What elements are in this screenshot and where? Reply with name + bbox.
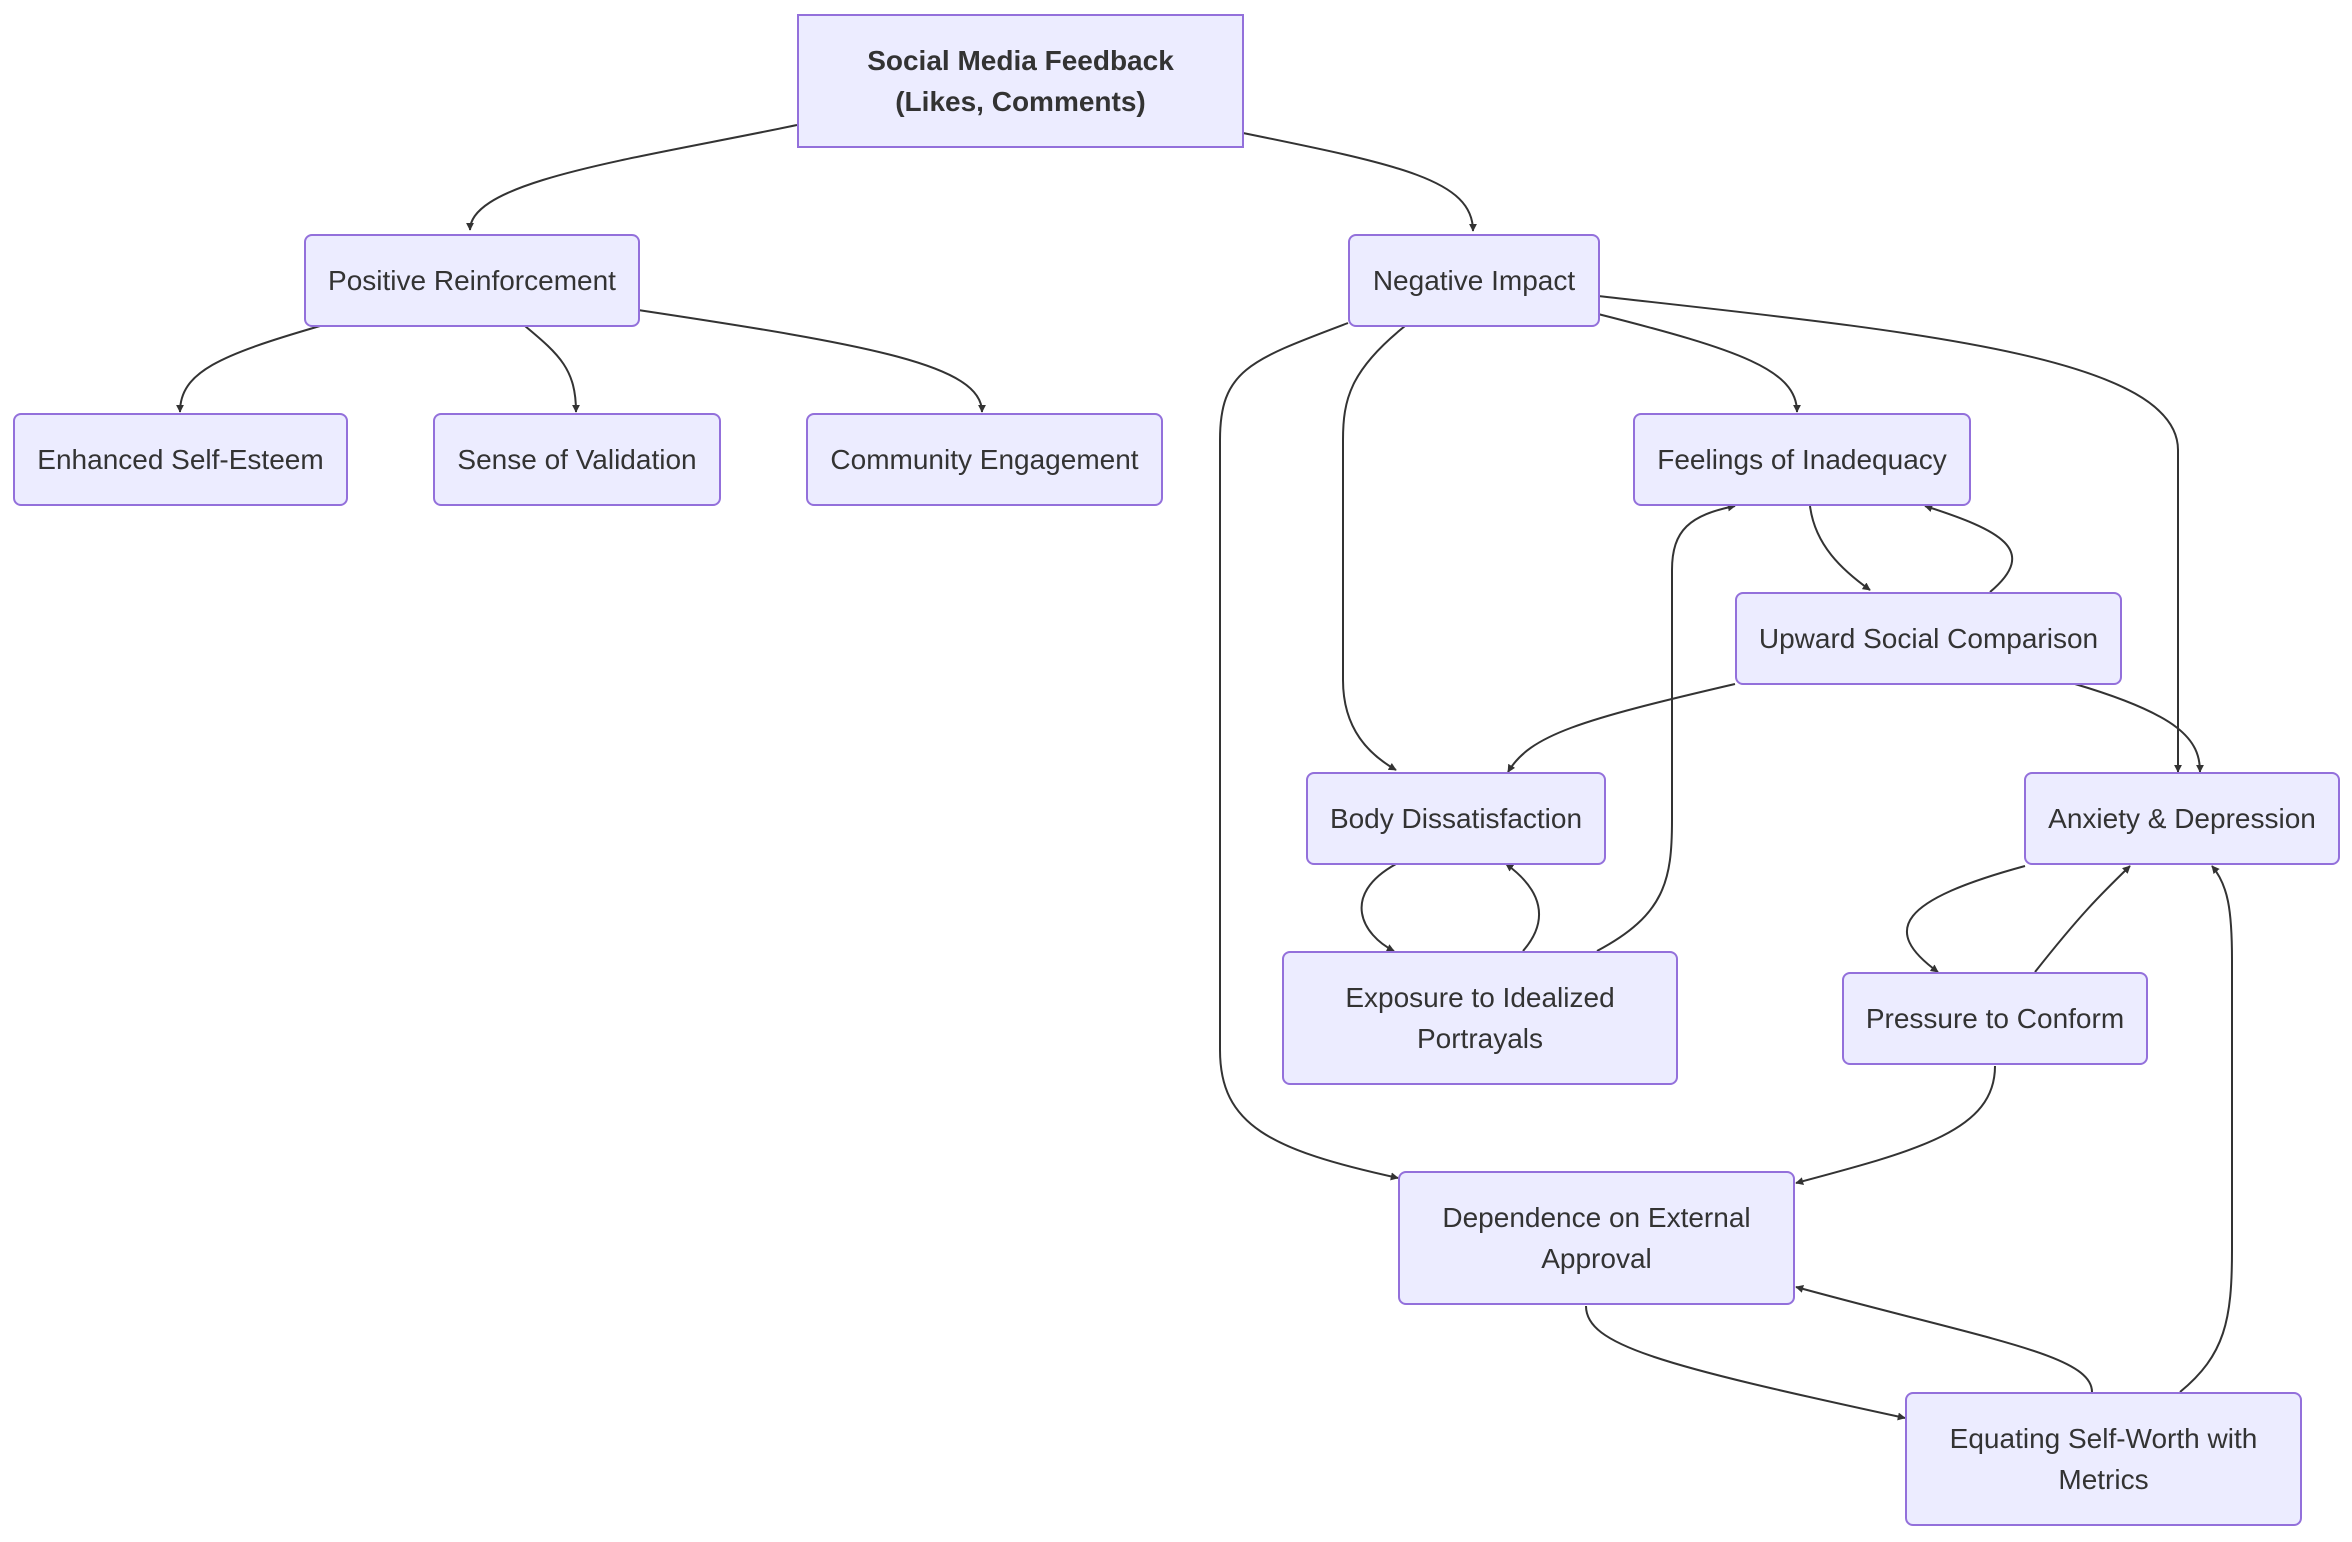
node-pressure-to-conform-label: Pressure to Conform: [1865, 1003, 2125, 1034]
node-positive-reinforcement-label: Positive Reinforcement: [328, 265, 616, 296]
node-exposure-line-2: Portrayals: [1416, 1023, 1544, 1054]
edge-eip-foi: [1596, 503, 1736, 952]
node-equating-line-1: Equating Self-Worth with: [1949, 1423, 2258, 1454]
edge-pos-ese: [176, 325, 321, 413]
edge-usc-bd: [1507, 683, 1736, 773]
edge-neg-doea: [1219, 322, 1399, 1181]
edge-root-pos: [466, 124, 798, 231]
node-negative-impact-label: Negative Impact: [1372, 265, 1576, 296]
edge-foi-usc: [1809, 505, 1871, 591]
node-exposure-line-1: Exposure to Idealized: [1345, 982, 1615, 1013]
node-social-media-feedback-line-2: (Likes, Comments): [895, 86, 1146, 117]
edge-eswm-doea: [1795, 1285, 2093, 1393]
edge-neg-ad: [1597, 295, 2182, 773]
node-feelings-of-inadequacy-label: Feelings of Inadequacy: [1657, 444, 1947, 475]
node-sense-of-validation-label: Sense of Validation: [457, 444, 697, 475]
edge-pos-ce: [637, 309, 986, 413]
node-negative-impact: Negative Impact: [1348, 234, 1600, 327]
node-feelings-of-inadequacy: Feelings of Inadequacy: [1633, 413, 1971, 506]
node-equating-self-worth-with-metrics: Equating Self-Worth with Metrics: [1905, 1392, 2302, 1526]
node-anxiety-depression: Anxiety & Depression: [2024, 772, 2340, 865]
node-dependence-on-external-approval: Dependence on External Approval: [1398, 1171, 1795, 1305]
edge-pos-sov: [524, 325, 580, 413]
node-social-media-feedback: Social Media Feedback (Likes, Comments): [797, 14, 1244, 148]
edge-doea-eswm: [1585, 1305, 1906, 1421]
edge-root-neg: [1242, 132, 1477, 232]
edge-ptc-ad: [2034, 865, 2131, 973]
node-body-dissatisfaction: Body Dissatisfaction: [1306, 772, 1606, 865]
node-community-engagement-label: Community Engagement: [830, 444, 1139, 475]
node-equating-line-2: Metrics: [2058, 1464, 2149, 1495]
node-dependence-line-1: Dependence on External: [1442, 1202, 1751, 1233]
edge-neg-foi: [1597, 313, 1801, 413]
node-positive-reinforcement: Positive Reinforcement: [304, 234, 640, 327]
node-community-engagement: Community Engagement: [806, 413, 1163, 506]
edge-usc-foi: [1924, 504, 2014, 593]
node-enhanced-self-esteem: Enhanced Self-Esteem: [13, 413, 348, 506]
node-dependence-line-2: Approval: [1541, 1243, 1652, 1274]
edge-ad-ptc: [1906, 865, 2026, 973]
node-social-media-feedback-line-1: Social Media Feedback: [867, 45, 1174, 76]
edge-ptc-doea: [1795, 1065, 1996, 1186]
node-anxiety-depression-label: Anxiety & Depression: [2048, 803, 2316, 834]
node-enhanced-self-esteem-label: Enhanced Self-Esteem: [37, 444, 324, 475]
edge-eip-bd: [1505, 863, 1540, 952]
node-pressure-to-conform: Pressure to Conform: [1842, 972, 2148, 1065]
node-exposure-to-idealized-portrayals: Exposure to Idealized Portrayals: [1282, 951, 1678, 1085]
edge-usc-ad: [2074, 683, 2204, 773]
node-upward-social-comparison-label: Upward Social Comparison: [1758, 623, 2099, 654]
node-upward-social-comparison: Upward Social Comparison: [1735, 592, 2122, 685]
node-sense-of-validation: Sense of Validation: [433, 413, 721, 506]
edge-bd-eip: [1360, 863, 1397, 952]
edge-neg-bd: [1342, 325, 1406, 771]
node-body-dissatisfaction-label: Body Dissatisfaction: [1329, 803, 1583, 834]
edge-eswm-ad: [2179, 865, 2233, 1393]
